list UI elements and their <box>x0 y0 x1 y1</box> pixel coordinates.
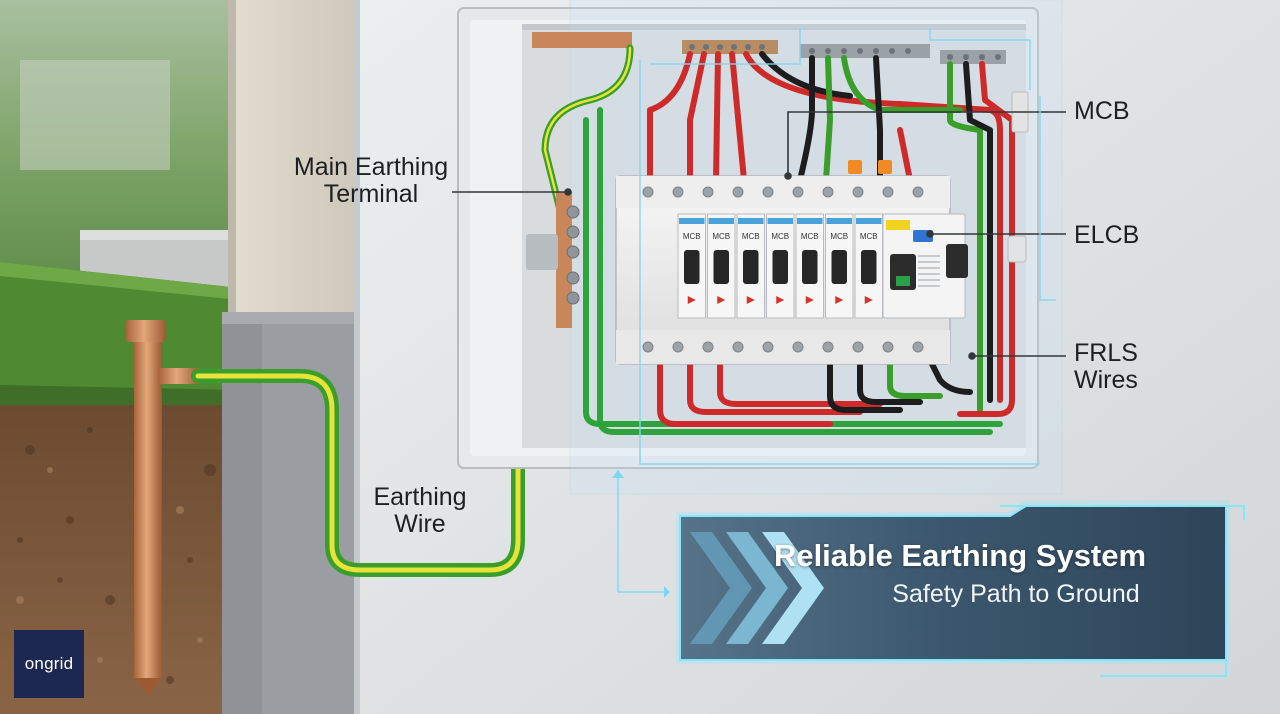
label-mcb: MCB <box>1074 97 1130 125</box>
label-main-earthing-terminal: Main Earthing Terminal <box>286 154 456 208</box>
brand-logo: ongrid <box>14 630 84 698</box>
mcb-indicator <box>835 296 844 304</box>
mcb-label: MCB <box>830 232 848 241</box>
terminal-screw <box>822 341 834 353</box>
mcb-breaker: MCB <box>766 213 795 319</box>
mcb-breaker: MCB <box>677 213 706 319</box>
label-line: Terminal <box>323 180 419 208</box>
terminal-screw <box>822 186 834 198</box>
mcb-toggle <box>713 250 729 284</box>
label-line: Main Earthing <box>293 153 449 181</box>
mcb-indicator <box>776 296 785 304</box>
terminal-screw <box>882 186 894 198</box>
terminal-screw <box>882 341 894 353</box>
label-line: Wires <box>1074 366 1138 394</box>
label-line: Earthing <box>373 483 467 511</box>
mcb-label: MCB <box>742 232 760 241</box>
terminal-screw <box>762 341 774 353</box>
banner-subtitle: Safety Path to Ground <box>892 580 1140 608</box>
mcb-breaker: MCB <box>736 213 765 319</box>
mcb-indicator <box>805 296 814 304</box>
label-line: FRLS <box>1074 339 1138 367</box>
mcb-indicator <box>746 296 755 304</box>
main-earthing-terminal <box>526 192 580 328</box>
mcb-strip <box>679 218 705 224</box>
terminal-screw <box>642 341 654 353</box>
mcb-strip <box>826 218 852 224</box>
mcb-toggle <box>743 250 759 284</box>
mcb-label: MCB <box>712 232 730 241</box>
mcb-indicator <box>687 296 696 304</box>
mcb-strip <box>708 218 734 224</box>
callout-lines <box>452 111 1066 360</box>
mcb-breaker: MCB <box>825 213 854 319</box>
terminal-screw <box>852 341 864 353</box>
mcb-toggle <box>684 250 700 284</box>
terminal-screw <box>732 341 744 353</box>
mcb-label: MCB <box>860 232 878 241</box>
mcb-strip <box>856 218 882 224</box>
mcb-toggle <box>772 250 788 284</box>
terminal-screw <box>732 186 744 198</box>
earth-rod <box>126 320 200 695</box>
mcb-strip <box>767 218 793 224</box>
terminal-screw <box>852 186 864 198</box>
glow-circuit-lines <box>617 28 1056 593</box>
label-elcb: ELCB <box>1074 221 1140 249</box>
info-banner <box>676 500 1245 677</box>
terminal-screw <box>762 186 774 198</box>
mcb-toggle <box>831 250 847 284</box>
bus-bars <box>532 32 1006 64</box>
label-frls-wires: FRLS Wires <box>1074 340 1138 394</box>
terminal-screw <box>702 186 714 198</box>
banner-title: Reliable Earthing System <box>773 538 1147 573</box>
mcb-toggle <box>802 250 818 284</box>
label-line: Wire <box>394 510 446 538</box>
outdoor-background <box>0 0 230 300</box>
mcb-strip <box>738 218 764 224</box>
mcb-breakers: MCB MCB MCB MCB MCB MCB MCB <box>677 213 883 319</box>
label-earthing-wire: Earthing Wire <box>360 484 480 538</box>
mcb-breaker: MCB <box>707 213 736 319</box>
terminal-screw <box>672 341 684 353</box>
mcb-label: MCB <box>801 232 819 241</box>
mcb-label: MCB <box>771 232 789 241</box>
terminal-screw <box>642 186 654 198</box>
mcb-toggle <box>861 250 877 284</box>
terminal-screw <box>672 186 684 198</box>
terminal-screw <box>792 186 804 198</box>
internal-wiring <box>541 44 1015 435</box>
terminal-screw <box>912 341 924 353</box>
mcb-breaker: MCB <box>854 213 883 319</box>
terminal-screw <box>792 341 804 353</box>
mcb-strip <box>797 218 823 224</box>
mcb-breaker: MCB <box>795 213 824 319</box>
mcb-indicator <box>864 296 873 304</box>
mcb-indicator <box>717 296 726 304</box>
mcb-label: MCB <box>683 232 701 241</box>
terminal-screw <box>912 186 924 198</box>
terminal-screw <box>702 341 714 353</box>
